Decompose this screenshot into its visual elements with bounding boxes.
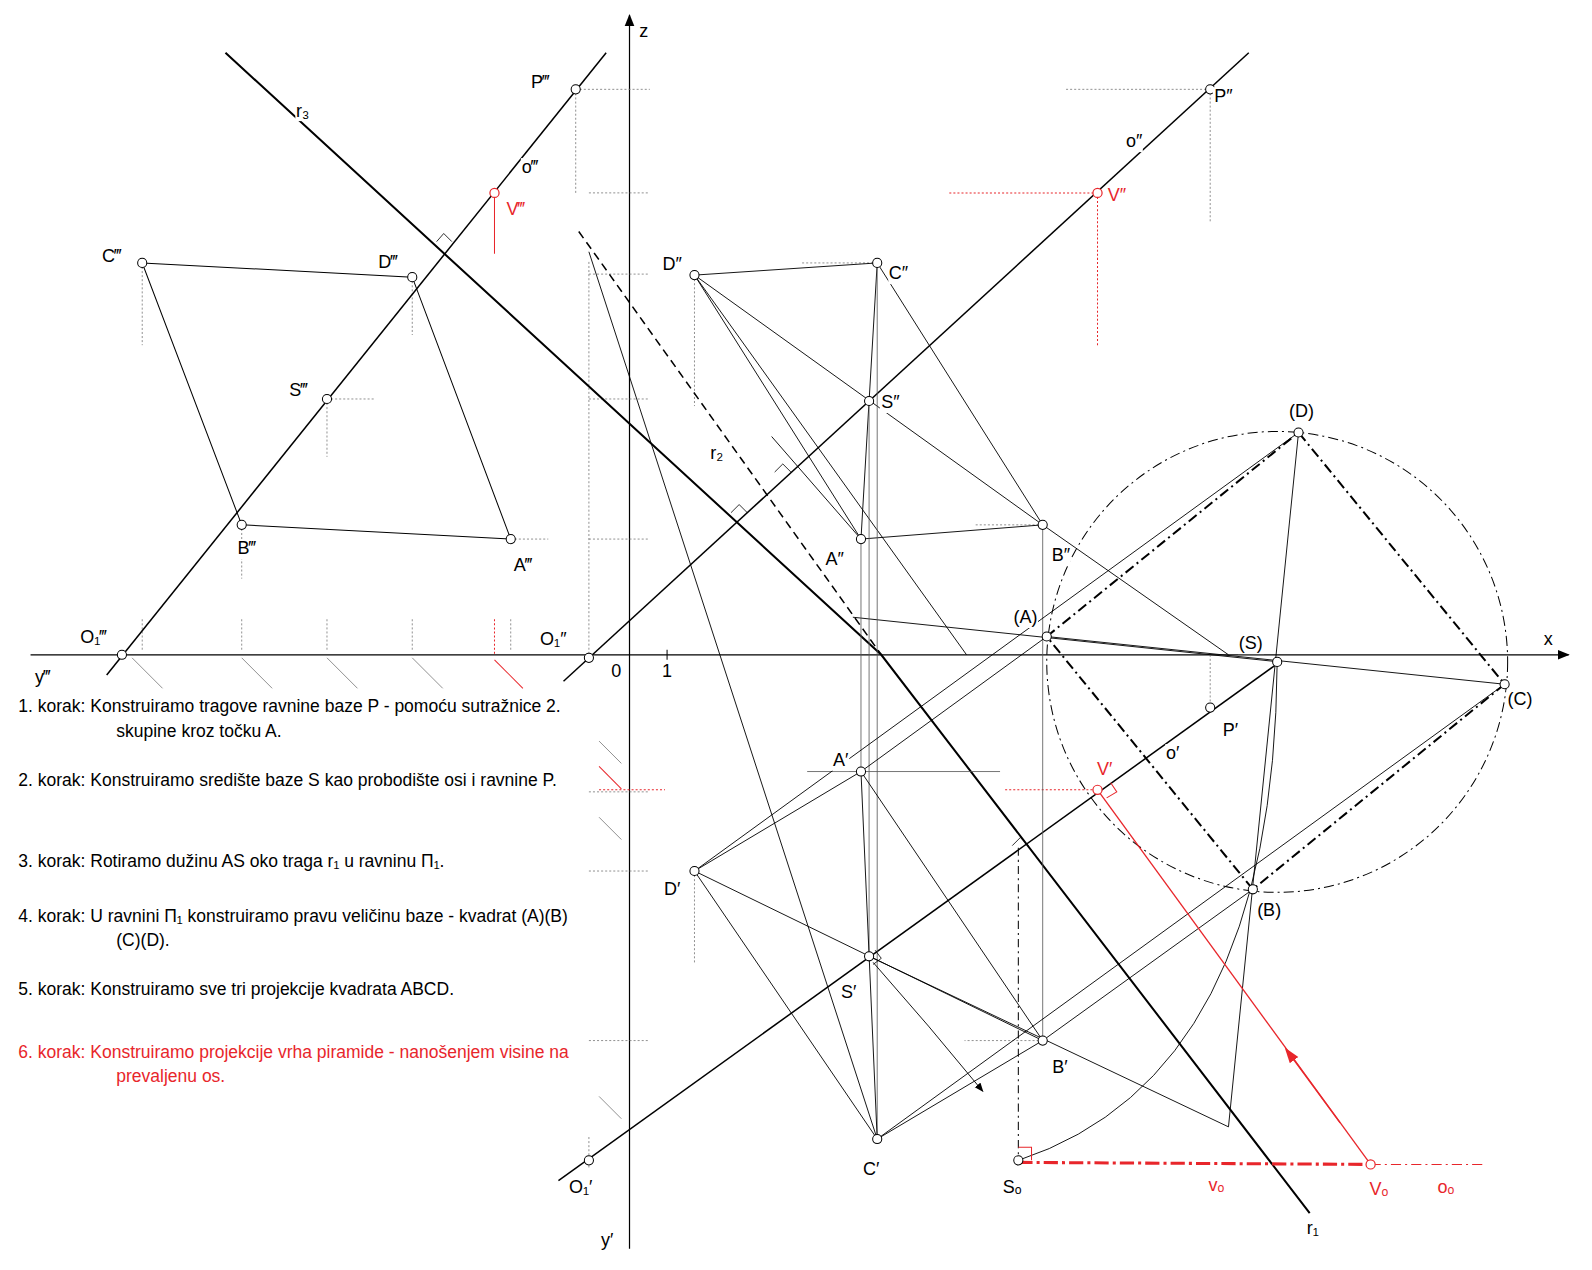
- point-label: V′: [1096, 760, 1113, 780]
- point-label: z: [638, 23, 649, 43]
- point-label: P′: [1222, 721, 1239, 741]
- point-label: A‴: [513, 556, 533, 576]
- point-label: S″: [880, 393, 900, 413]
- point-label: 1: [661, 662, 673, 682]
- point-label: O₁″: [539, 630, 567, 650]
- point-label: o‴: [521, 158, 539, 178]
- point-label: oₒ: [1436, 1178, 1455, 1198]
- point-label: (S): [1238, 634, 1264, 654]
- point-label: x: [1543, 630, 1554, 650]
- step-note: 5. korak: Konstruiramo sve tri projekcij…: [18, 977, 578, 1002]
- point-label: A″: [824, 551, 844, 571]
- point-label: r₁: [1306, 1219, 1320, 1239]
- point-label: C″: [888, 264, 909, 284]
- point-label: r₂: [709, 444, 724, 464]
- point-label: D‴: [377, 253, 398, 273]
- point-label: D′: [663, 881, 681, 901]
- point-label: D″: [661, 255, 682, 275]
- point-label: B‴: [237, 539, 257, 559]
- point-label: o′: [1165, 744, 1180, 764]
- point-label: C‴: [101, 247, 122, 267]
- point-label: S‴: [288, 381, 308, 401]
- point-label: (C): [1506, 690, 1533, 710]
- point-label: S′: [840, 983, 857, 1003]
- point-label: O₁′: [568, 1178, 593, 1198]
- step-note: 1. korak: Konstruiramo tragove ravnine b…: [18, 694, 578, 743]
- point-label: A′: [832, 752, 849, 772]
- point-label: y‴: [34, 668, 51, 688]
- point-label: P‴: [530, 73, 550, 93]
- point-label: vₒ: [1207, 1176, 1225, 1196]
- point-label: (A): [1012, 608, 1038, 628]
- point-label: P″: [1213, 88, 1233, 108]
- point-label: (B): [1256, 901, 1282, 921]
- point-label: r₃: [295, 102, 310, 122]
- point-label: V‴: [506, 200, 526, 220]
- point-label: y′: [600, 1231, 614, 1251]
- point-label: o″: [1125, 132, 1143, 152]
- point-label: C′: [862, 1160, 880, 1180]
- step-note: 2. korak: Konstruiramo središte baze S k…: [18, 768, 578, 793]
- point-label: Sₒ: [1002, 1178, 1023, 1198]
- point-label: Vₒ: [1368, 1180, 1389, 1200]
- step-note: 4. korak: U ravnini Π₁ konstruiramo prav…: [18, 904, 578, 953]
- step-note: 6. korak: Konstruiramo projekcije vrha p…: [18, 1040, 578, 1089]
- point-label: V″: [1107, 186, 1127, 206]
- step-note: 3. korak: Rotiramo dužinu AS oko traga r…: [18, 849, 578, 874]
- point-label: O₁‴: [79, 628, 107, 648]
- point-label: B″: [1051, 546, 1071, 566]
- point-label: B′: [1051, 1058, 1068, 1078]
- point-label: (D): [1288, 402, 1315, 422]
- point-label: 0: [610, 662, 622, 682]
